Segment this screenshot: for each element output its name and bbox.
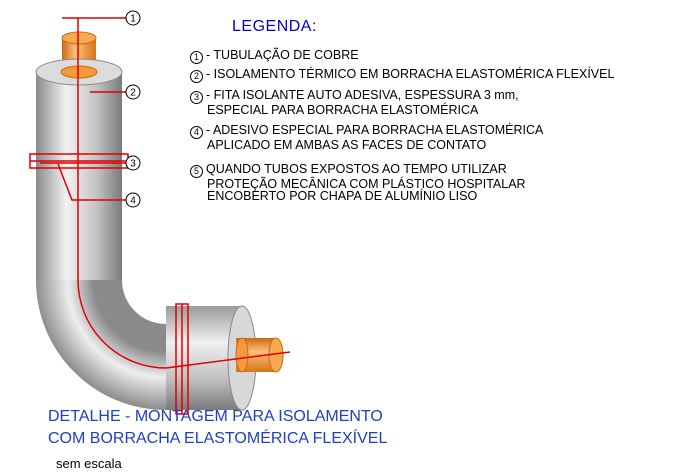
legend-num-1: 1 <box>190 51 203 64</box>
legend-num-4: 4 <box>190 126 203 139</box>
legend-item-2: 2- ISOLAMENTO TÉRMICO EM BORRACHA ELASTO… <box>190 68 614 83</box>
legend-text-3b: ESPECIAL PARA BORRACHA ELASTOMÉRICA <box>207 103 479 117</box>
legend-text-4a: - ADESIVO ESPECIAL PARA BORRACHA ELASTOM… <box>206 123 544 137</box>
legend-item-3: 3- FITA ISOLANTE AUTO ADESIVA, ESPESSURA… <box>190 89 519 116</box>
legend-text-5c: ENCOBERTO POR CHAPA DE ALUMÍNIO LISO <box>207 189 478 203</box>
legend-text-5b: PROTEÇÃO MECÂNICA COM PLÁSTICO HOSPITALA… <box>207 177 526 191</box>
caption-line-1: DETALHE - MONTAGEM PARA ISOLAMENTO <box>48 408 383 425</box>
scale-note: sem escala <box>56 456 122 471</box>
legend-text-1: - TUBULAÇÃO DE COBRE <box>206 48 359 62</box>
legend-text-5a: QUANDO TUBOS EXPOSTOS AO TEMPO UTILIZAR <box>206 162 507 176</box>
legend-item-1: 1- TUBULAÇÃO DE COBRE <box>190 49 359 64</box>
callout-1-label: 1 <box>130 14 136 25</box>
callout-4-circle <box>125 192 141 208</box>
insulation-vertical <box>35 58 123 280</box>
legend-text-2: - ISOLAMENTO TÉRMICO EM BORRACHA ELASTOM… <box>206 67 615 81</box>
callout-1-circle <box>125 10 141 26</box>
legend-text-3a: - FITA ISOLANTE AUTO ADESIVA, ESPESSURA … <box>206 88 519 102</box>
callout-2-label: 2 <box>130 88 136 99</box>
legend-num-2: 2 <box>190 70 203 83</box>
tape-band-horizontal <box>175 303 189 415</box>
legend-num-3: 3 <box>190 91 203 104</box>
callout-3-label: 3 <box>130 159 136 170</box>
copper-pipe-right <box>235 337 284 373</box>
callout-2-circle <box>125 84 141 100</box>
legend-title: LEGENDA: <box>232 18 317 35</box>
callout-4-label: 4 <box>130 196 136 207</box>
insulation-elbow <box>36 280 166 410</box>
leader-lines <box>40 17 291 369</box>
legend-item-4: 4- ADESIVO ESPECIAL PARA BORRACHA ELASTO… <box>190 124 543 151</box>
caption-line-2: COM BORRACHA ELASTOMÉRICA FLEXÍVEL <box>48 430 388 447</box>
callout-3-circle <box>125 155 141 171</box>
legend-num-5: 5 <box>190 165 203 178</box>
legend-text-4b: APLICADO EM AMBAS AS FACES DE CONTATO <box>207 138 487 152</box>
